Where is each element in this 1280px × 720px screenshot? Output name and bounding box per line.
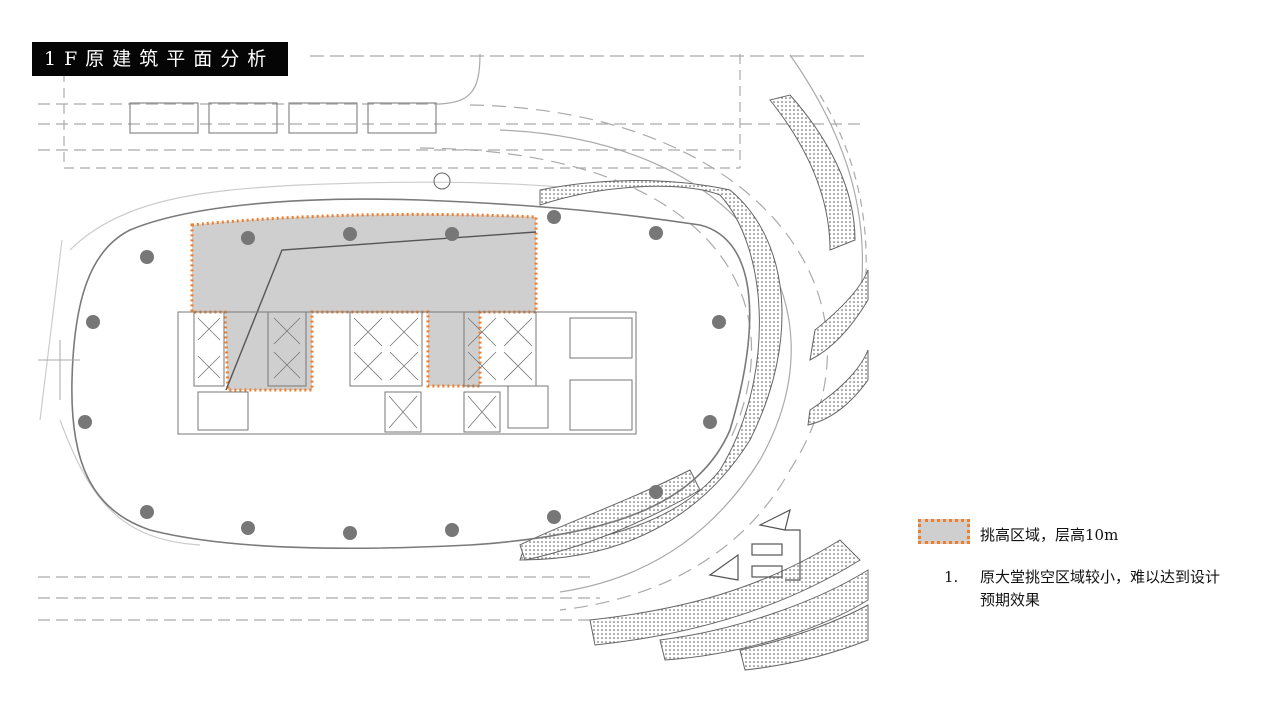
- elevator-bank: [349, 311, 423, 387]
- annex-room: [751, 543, 783, 556]
- canopy-strip: [769, 94, 856, 251]
- structural-column: [712, 315, 726, 329]
- structural-column: [445, 523, 459, 537]
- entrance-door: [38, 340, 80, 400]
- parking-stall: [288, 102, 358, 134]
- elevator-bank: [193, 311, 225, 387]
- site-outline: [69, 181, 591, 251]
- note-text: 原大堂挑空区域较小，难以达到设计预期效果: [980, 568, 1221, 609]
- annex-shape: [708, 553, 739, 581]
- legend-swatch-void: [918, 519, 970, 544]
- canopy-strip: [809, 269, 869, 361]
- building-outline: [71, 198, 751, 550]
- structural-column: [140, 250, 154, 264]
- legend-label: 挑高区域，层高10m: [980, 526, 1119, 544]
- elevator-symbol: [388, 395, 497, 429]
- structural-column: [241, 231, 255, 245]
- parking-stall: [367, 102, 437, 134]
- site-boundary-left: [63, 72, 740, 169]
- canopy-dotted: [519, 180, 783, 561]
- structural-column: [343, 227, 357, 241]
- entrance-marker: [433, 172, 451, 190]
- page-title: 1F原建筑平面分析: [32, 42, 289, 76]
- canopy-strip: [739, 604, 869, 671]
- structural-column: [140, 505, 154, 519]
- drive-curve-4: [789, 54, 864, 301]
- elevator-symbol: [353, 317, 419, 347]
- parking-stall: [208, 102, 278, 134]
- elevator-bank: [463, 311, 537, 387]
- structural-column: [547, 210, 561, 224]
- structural-column: [547, 510, 561, 524]
- note-number: 1.: [944, 568, 959, 586]
- canopy-strip: [659, 569, 869, 661]
- structural-column: [649, 485, 663, 499]
- site-outline-2: [39, 239, 201, 546]
- canopy-strip: [807, 349, 869, 426]
- structural-column: [703, 415, 717, 429]
- elevator-symbol: [197, 317, 221, 379]
- canopy-strip: [589, 539, 861, 646]
- parking-stall: [129, 102, 199, 134]
- elevator-symbol: [353, 351, 419, 381]
- elevator-bank: [463, 391, 501, 433]
- structural-column: [649, 226, 663, 240]
- annex-shape: [758, 508, 791, 531]
- elevator-bank: [384, 391, 422, 433]
- drive-curve-2: [499, 129, 792, 593]
- structural-column: [241, 521, 255, 535]
- elevator-symbol: [467, 351, 533, 381]
- restroom: [569, 379, 633, 431]
- curb-curve: [439, 53, 481, 105]
- elevator-symbol: [273, 317, 301, 379]
- stair: [197, 391, 249, 431]
- elevator-bank: [267, 311, 307, 387]
- structural-column: [343, 526, 357, 540]
- elevator-symbol: [467, 317, 533, 347]
- structural-column: [78, 415, 92, 429]
- structural-column: [445, 227, 459, 241]
- annex-stair: [785, 529, 801, 581]
- structural-column: [86, 315, 100, 329]
- restroom: [569, 317, 633, 359]
- stair: [507, 385, 549, 429]
- annex-room: [751, 565, 783, 578]
